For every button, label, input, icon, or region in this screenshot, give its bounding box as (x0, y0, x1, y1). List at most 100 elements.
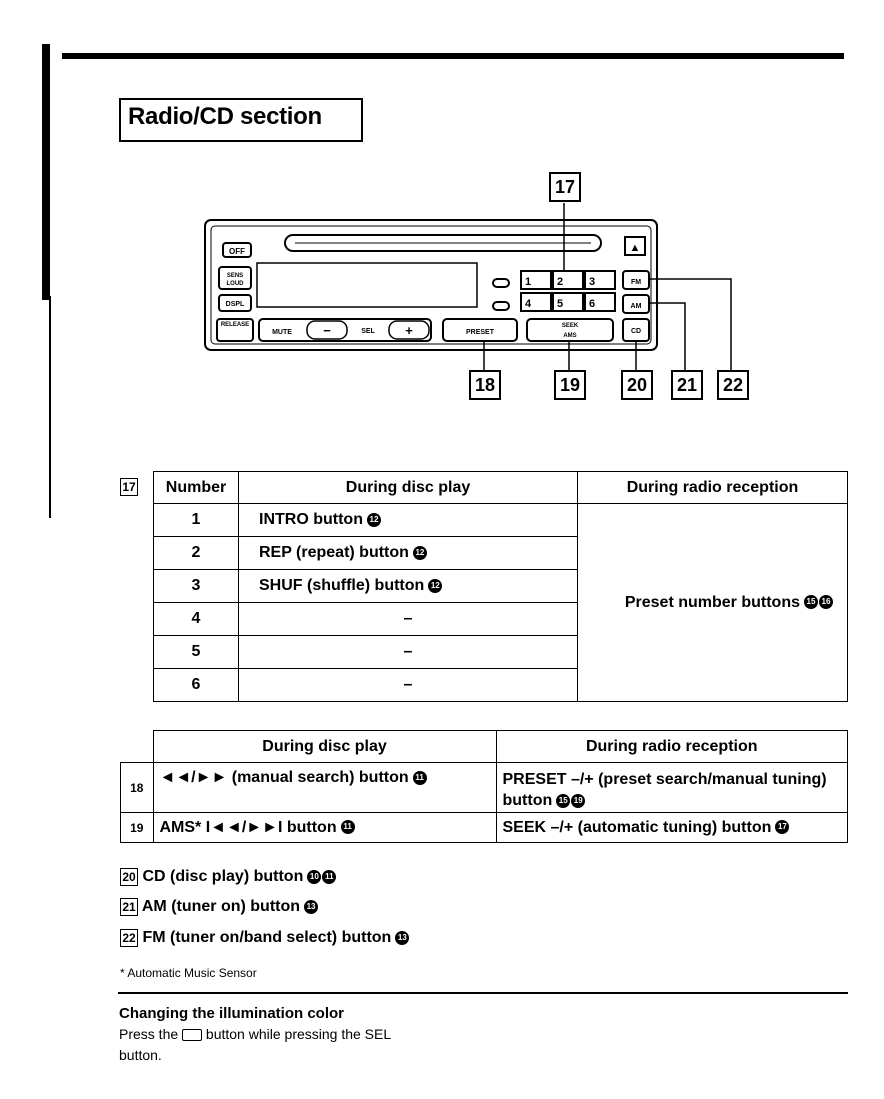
page-ref-icon: 12 (428, 578, 443, 593)
svg-text:4: 4 (525, 298, 532, 310)
table-18-19: During disc play During radio reception … (120, 730, 848, 843)
preset-4-button (520, 292, 552, 312)
callout-19: 19 (554, 370, 586, 400)
header-disc: During disc play (152, 730, 497, 763)
svg-text:3: 3 (589, 276, 595, 288)
table-17: Number During disc play During radio rec… (153, 471, 848, 702)
svg-text:RELEASE: RELEASE (221, 322, 249, 328)
off-button (222, 242, 252, 258)
svg-text:▲: ▲ (630, 242, 641, 254)
callout-22: 22 (717, 370, 749, 400)
page-ref-icon: 11 (322, 869, 337, 884)
illumination-title: Changing the illumination color (119, 1005, 344, 1022)
minus-button (306, 320, 348, 340)
table-row-disc: – (238, 602, 578, 636)
svg-text:MUTE: MUTE (272, 329, 292, 336)
sens-loud-button (218, 266, 252, 290)
preset-rocker (442, 318, 518, 342)
table-row-number: 1 (153, 503, 239, 537)
table-row-number: 4 (153, 602, 239, 636)
table-row-number: 2 (153, 536, 239, 570)
header-disc: During disc play (238, 471, 578, 504)
list-ref: 22 (120, 929, 138, 947)
mute-sel-panel (258, 318, 432, 342)
preset-1-button (520, 270, 552, 290)
page-ref-icon: 15 (556, 793, 571, 808)
table-row-number: 5 (153, 635, 239, 669)
top-rule (62, 53, 844, 59)
preset-5-button (552, 292, 584, 312)
page-ref-icon: 10 (307, 869, 322, 884)
svg-text:PRESET: PRESET (466, 329, 495, 336)
section-title: Radio/CD section (128, 103, 322, 130)
page-ref-icon: 13 (395, 930, 410, 945)
page-ref-icon: 11 (340, 820, 355, 835)
page-ref-icon: 16 (819, 595, 833, 610)
svg-text:SEEK: SEEK (562, 323, 579, 329)
button-icon (182, 1029, 203, 1042)
list-ref: 20 (120, 868, 138, 886)
dspl-button (218, 294, 252, 312)
table-row-ref: 18 (120, 762, 154, 813)
svg-text:SEL: SEL (361, 328, 375, 335)
seek-rocker (526, 318, 614, 342)
svg-text:+: + (405, 323, 413, 338)
callout-17: 17 (549, 172, 581, 202)
display-window (256, 262, 478, 308)
left-margin-bar (42, 44, 50, 300)
header-radio: During radio reception (495, 730, 848, 763)
svg-text:AMS: AMS (563, 333, 576, 339)
svg-text:FM: FM (631, 279, 641, 286)
svg-text:1: 1 (525, 276, 531, 288)
preset-6-button (584, 292, 616, 312)
am-button (622, 294, 650, 314)
page-ref-icon: 12 (366, 512, 381, 527)
svg-text:6: 6 (589, 298, 595, 310)
callout-21: 21 (671, 370, 703, 400)
svg-text:LOUD: LOUD (227, 281, 245, 287)
left-margin-line (49, 296, 51, 518)
device-body (204, 219, 658, 351)
fm-button (622, 270, 650, 290)
page-ref-icon: 12 (412, 545, 427, 560)
svg-text:CD: CD (631, 328, 641, 335)
table-row-disc: – (238, 668, 578, 702)
page-ref-icon: 15 (804, 595, 818, 610)
page-ref-icon: 17 (775, 820, 790, 835)
header-number: Number (153, 471, 239, 504)
svg-text:DSPL: DSPL (226, 301, 245, 308)
illumination-line1: Press the button while pressing the SEL (119, 1026, 392, 1042)
table-row-number: 6 (153, 668, 239, 702)
release-button (216, 318, 254, 342)
table-row-radio: PRESET –/+ (preset search/manual tuning)… (495, 762, 848, 813)
plus-button (388, 320, 430, 340)
page-ref-icon: 13 (304, 899, 319, 914)
svg-text:2: 2 (557, 276, 563, 288)
illumination-line2: button. (119, 1047, 162, 1063)
svg-text:−: − (323, 323, 331, 338)
svg-text:AM: AM (631, 303, 642, 310)
footnote: * Automatic Music Sensor (120, 966, 257, 980)
callout-20: 20 (621, 370, 653, 400)
page-ref-icon: 19 (571, 793, 586, 808)
svg-text:SENS: SENS (227, 273, 243, 279)
list-ref: 21 (120, 898, 138, 916)
table1-ref: 17 (120, 478, 138, 496)
disc-slot (284, 234, 602, 252)
svg-text:5: 5 (557, 298, 563, 310)
section-title-box (119, 98, 363, 142)
header-radio: During radio reception (577, 471, 848, 504)
table-row-ref: 19 (120, 812, 154, 843)
page-ref-icon: 11 (412, 770, 427, 785)
divider (118, 992, 848, 994)
table-row-disc: – (238, 635, 578, 669)
